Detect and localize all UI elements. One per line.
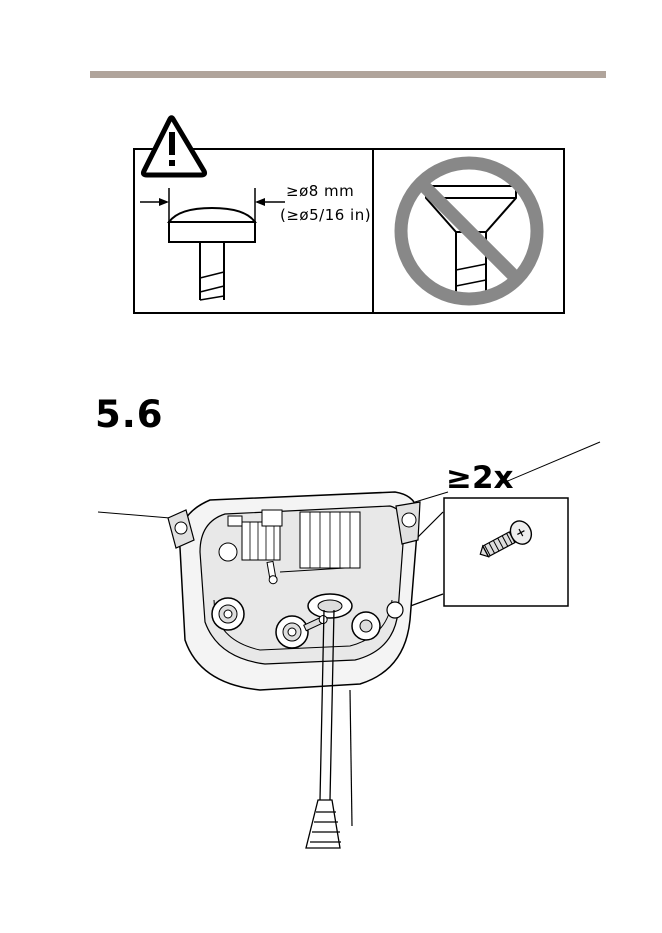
camera-housing-illustration — [0, 0, 662, 933]
